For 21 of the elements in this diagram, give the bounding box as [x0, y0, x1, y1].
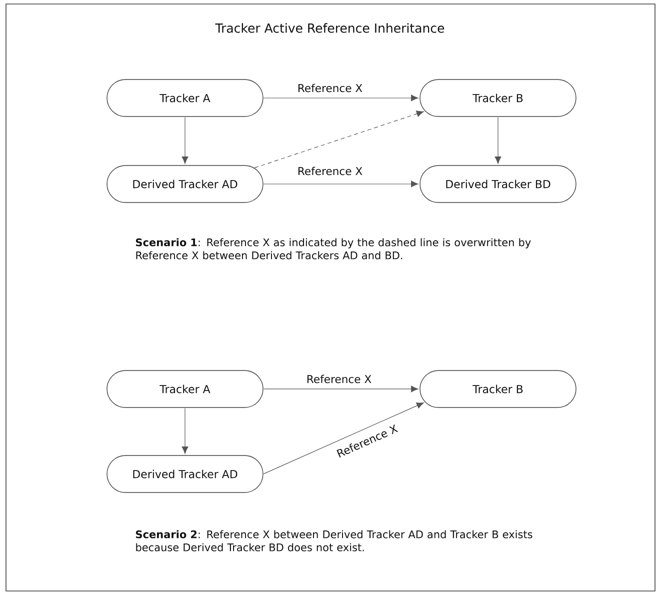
rounded-box: Tracker A	[106, 370, 264, 408]
rounded-box: Derived Tracker AD	[106, 455, 264, 493]
rounded-box: Tracker B	[420, 370, 576, 408]
arrow	[263, 94, 418, 102]
rounded-box: Tracker B	[420, 79, 576, 117]
arrow	[263, 402, 424, 474]
arrow	[182, 116, 188, 164]
edge-label: Reference X	[296, 82, 364, 94]
rounded-box: Derived Tracker BD	[420, 165, 576, 203]
edge-label: Reference X	[296, 166, 364, 176]
arrow	[263, 386, 418, 392]
rounded-box: Derived Tracker AD	[106, 165, 264, 203]
rounded-box: Tracker A	[106, 79, 264, 117]
edge-label: Reference X	[305, 374, 373, 384]
arrow	[182, 408, 188, 454]
note-text: Scenario 1: Reference X as indicated by the dashed line is overwritten by Reference X between Derived Trackers AD and BD.	[136, 238, 531, 260]
arrow	[254, 110, 424, 168]
note-text: Scenario 2: Reference X between Derived Tracker AD and Tracker B exists because Derived Tracker BD does not exist.	[136, 530, 532, 552]
arrow	[263, 180, 418, 188]
diagram-title: Tracker Active Reference Inheritance	[215, 23, 444, 33]
arrow	[494, 116, 502, 164]
